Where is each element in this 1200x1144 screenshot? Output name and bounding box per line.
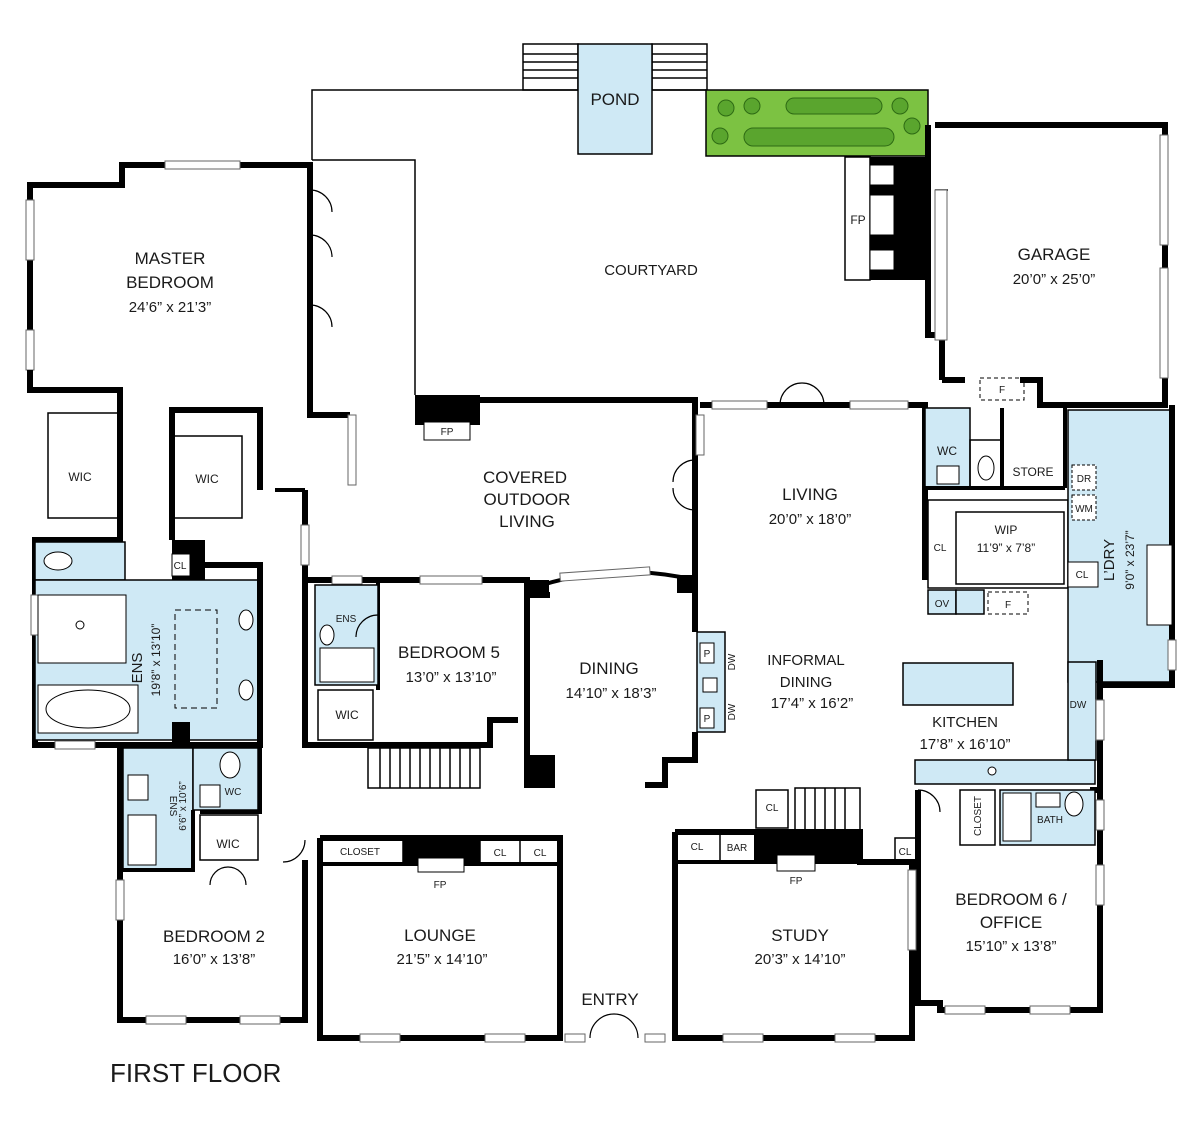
covered-l3: LIVING xyxy=(499,512,555,531)
laundry-name: L’DRY xyxy=(1101,539,1118,581)
servery-p2: P xyxy=(704,714,711,725)
servery-p1: P xyxy=(704,649,711,660)
master-bedroom xyxy=(25,160,350,418)
lounge xyxy=(317,835,563,1043)
study-dims: 20’3” x 14’10” xyxy=(755,951,846,968)
b2-wc-label: WC xyxy=(225,787,242,798)
lounge-cl2-label: CL xyxy=(534,848,547,859)
wm-label: WM xyxy=(1075,504,1093,515)
ens2-dims: 6’6” x 10’6” xyxy=(178,781,189,830)
wip-f-tag: F xyxy=(1005,600,1011,611)
master-name2: BEDROOM xyxy=(126,273,214,292)
pond-label: POND xyxy=(590,90,639,109)
ens-master-dims: 19’8” x 13’10” xyxy=(149,624,163,697)
laundry xyxy=(1067,405,1177,688)
wic-right-label: WIC xyxy=(195,472,219,486)
wc-util-label: WC xyxy=(937,444,957,458)
covered-l1: COVERED xyxy=(483,468,567,487)
bedroom-5 xyxy=(302,575,518,789)
wip-dims: 11’9” x 7’8” xyxy=(977,541,1035,555)
dining-name: DINING xyxy=(579,659,639,678)
store-label: STORE xyxy=(1012,465,1053,479)
garage xyxy=(925,122,1169,401)
wip-pantry xyxy=(927,499,1069,615)
floor-title: FIRST FLOOR xyxy=(110,1058,281,1088)
lounge-closet-label: CLOSET xyxy=(340,847,380,858)
covered-l2: OUTDOOR xyxy=(484,490,571,509)
b5-ens-label: ENS xyxy=(336,614,357,625)
garage-f-tag: F xyxy=(999,385,1005,396)
utility-block xyxy=(924,407,1067,490)
b6-bath-label: BATH xyxy=(1037,815,1063,826)
bedroom5-name: BEDROOM 5 xyxy=(398,643,500,662)
kitchen-dims: 17’8” x 16’10” xyxy=(920,736,1011,753)
servery xyxy=(696,631,726,733)
courtyard-fp-label: FP xyxy=(850,213,865,227)
study-fp-label: FP xyxy=(790,876,803,887)
entry-label: ENTRY xyxy=(581,990,638,1009)
informal-dims: 17’4” x 16’2” xyxy=(771,695,854,712)
study-name: STUDY xyxy=(771,926,829,945)
b6-cl-label: CL xyxy=(899,847,912,858)
servery-dw2: DW xyxy=(727,703,738,720)
study-cl-label: CL xyxy=(691,842,704,853)
bedroom6-l2: OFFICE xyxy=(980,913,1042,932)
ens2-name: ENS xyxy=(167,796,178,817)
lounge-name: LOUNGE xyxy=(404,926,476,945)
master-wic-right xyxy=(169,407,263,540)
informal-l2: DINING xyxy=(780,674,833,691)
bedroom6-l1: BEDROOM 6 / xyxy=(955,890,1067,909)
garage-name: GARAGE xyxy=(1018,245,1091,264)
living-core xyxy=(672,377,1168,580)
master-dims: 24’6” x 21’3” xyxy=(129,299,212,316)
living-name: LIVING xyxy=(782,485,838,504)
lounge-dims: 21’5” x 14’10” xyxy=(397,951,488,968)
garage-dims: 20’0” x 25’0” xyxy=(1013,271,1096,288)
wic-left-label: WIC xyxy=(68,470,92,484)
lounge-cl1-label: CL xyxy=(494,848,507,859)
dr-label: DR xyxy=(1077,474,1091,485)
laundry-dims: 9’0” x 23’7” xyxy=(1123,530,1137,589)
dining xyxy=(524,566,698,788)
servery-dw1: DW xyxy=(727,653,738,670)
b6-closet-label: CLOSET xyxy=(973,796,984,836)
kitchen-dw-label: DW xyxy=(1070,700,1087,711)
wip-name: WIP xyxy=(995,523,1018,537)
ens-cl-label: CL xyxy=(174,561,187,572)
courtyard-label: COURTYARD xyxy=(604,262,698,279)
bedroom2-suite xyxy=(115,745,308,1025)
master-name1: MASTER xyxy=(135,249,206,268)
b2-wic-label: WIC xyxy=(216,837,240,851)
covered-fp-label: FP xyxy=(441,427,454,438)
ov-label: OV xyxy=(935,599,950,610)
stair-cl-label: CL xyxy=(766,803,779,814)
garden-bed xyxy=(705,89,929,157)
pond xyxy=(577,43,653,155)
bedroom2-dims: 16’0” x 13’8” xyxy=(173,951,256,968)
courtyard-fireplace xyxy=(844,156,925,281)
bedroom6-dims: 15’10” x 13’8” xyxy=(966,938,1057,955)
wip-cl-label: CL xyxy=(934,543,947,554)
bedroom-6-office xyxy=(894,789,1105,1015)
dining-dims: 14’10” x 18’3” xyxy=(566,685,657,702)
entry xyxy=(564,1013,666,1043)
study-bar-label: BAR xyxy=(727,843,748,854)
kitchen-name: KITCHEN xyxy=(932,714,998,731)
ldry-cl-label: CL xyxy=(1076,570,1089,581)
study xyxy=(672,787,915,1043)
bedroom2-name: BEDROOM 2 xyxy=(163,927,265,946)
informal-l1: INFORMAL xyxy=(767,652,845,669)
bedroom5-dims: 13’0” x 13’10” xyxy=(406,669,497,686)
living-dims: 20’0” x 18’0” xyxy=(769,511,852,528)
b5-wic-label: WIC xyxy=(335,708,359,722)
ens-master-name: ENS xyxy=(129,653,146,684)
lounge-fp-label: FP xyxy=(434,880,447,891)
master-ensuite xyxy=(30,540,263,750)
